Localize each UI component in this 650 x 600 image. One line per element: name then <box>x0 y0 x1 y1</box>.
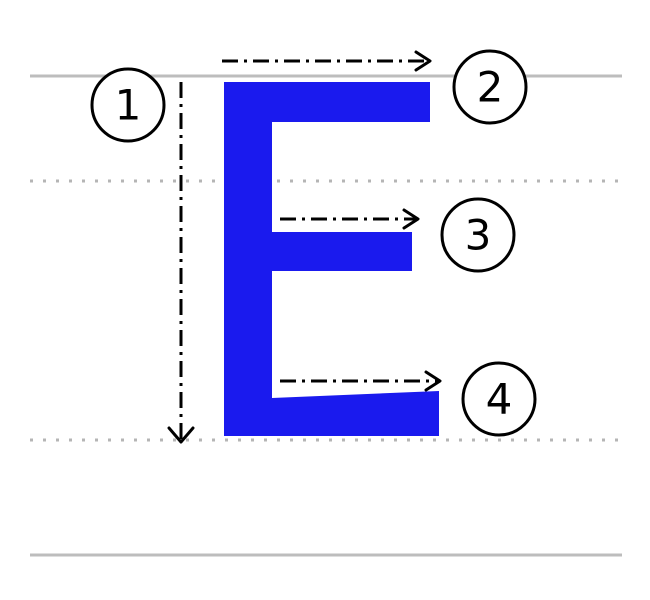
step-badge-3: 3 <box>440 197 516 273</box>
step-number-2: 2 <box>477 63 504 112</box>
stroke-1-arrow <box>167 82 195 444</box>
step-number-3: 3 <box>465 211 492 260</box>
stroke-4-arrow <box>280 370 442 392</box>
step-badge-4: 4 <box>461 361 537 437</box>
letter-e-glyph <box>224 82 439 436</box>
step-number-4: 4 <box>486 375 513 424</box>
step-number-1: 1 <box>115 81 142 130</box>
stroke-3-arrow <box>280 208 420 230</box>
step-badge-1: 1 <box>90 67 166 143</box>
stroke-2-arrow <box>222 50 432 72</box>
step-badge-2: 2 <box>452 49 528 125</box>
